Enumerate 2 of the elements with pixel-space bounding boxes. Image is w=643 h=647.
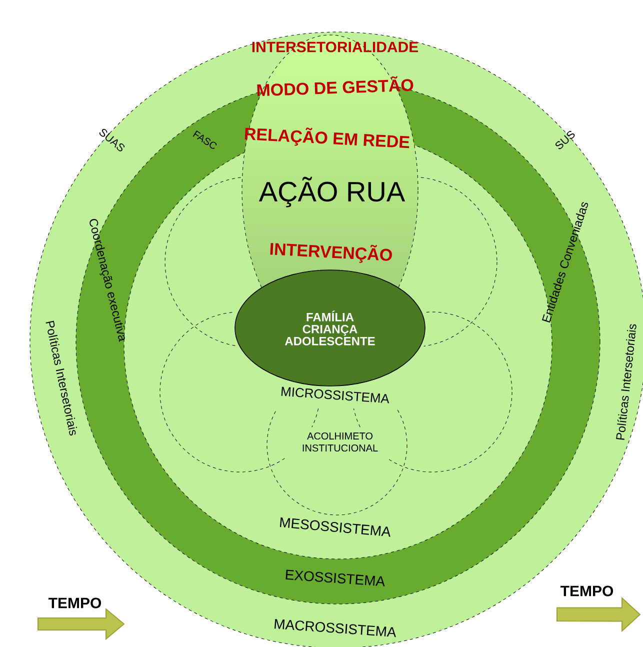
- band-label: Políticas Intersetoriais: [616, 324, 636, 440]
- level-label: MICROSSISTEMA: [281, 386, 390, 404]
